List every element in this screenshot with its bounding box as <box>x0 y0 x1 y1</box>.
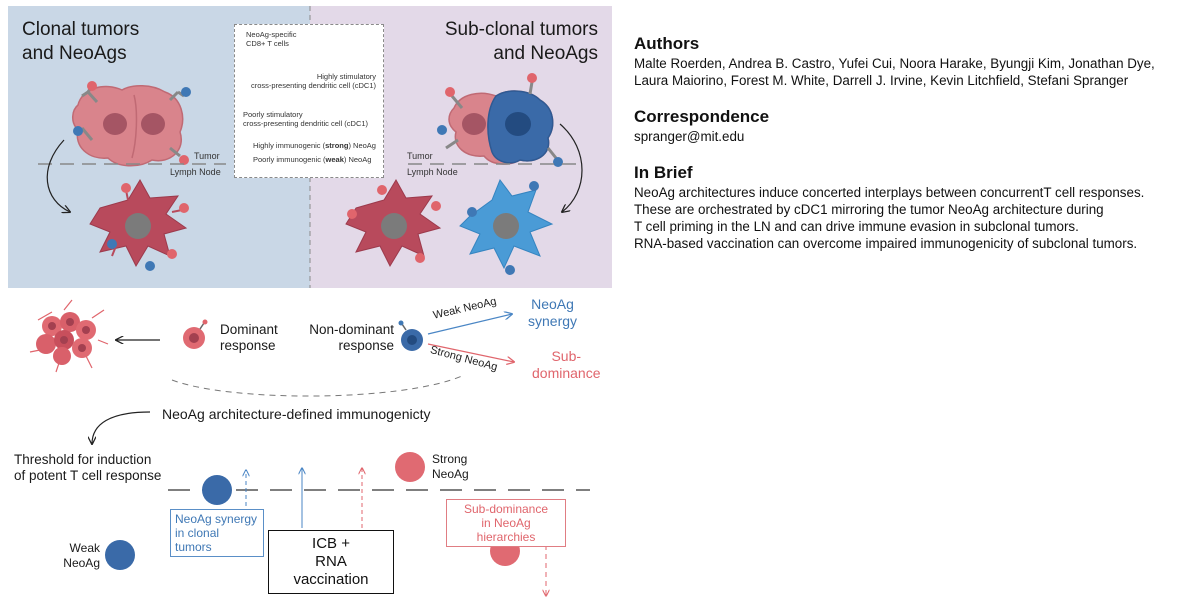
authors-line1: Malte Roerden, Andrea B. Castro, Yufei C… <box>634 56 1155 71</box>
tumor-label-right: Tumor <box>407 151 433 161</box>
subdom-box-line1: Sub-dominance <box>463 502 549 516</box>
weak-neoag-label: Weak NeoAg <box>60 541 100 571</box>
legend-strong-post: ) NeoAg <box>348 141 376 150</box>
legend-weak-post: ) NeoAg <box>343 155 372 164</box>
legend-strong-pre: Highly immunogenic ( <box>253 141 326 150</box>
strong-neoag-dot <box>87 81 97 91</box>
synergy-outcome-label: NeoAg synergy <box>528 296 577 330</box>
lymph-node-label-left: Lymph Node <box>170 167 221 177</box>
weak-neoag-dot <box>181 87 191 97</box>
legend-poor-stim-line1: Poorly stimulatory <box>243 110 303 119</box>
weak-neoag-ball-bottom <box>105 540 135 570</box>
brief-line3: T cell priming in the LN and can drive i… <box>634 219 1079 234</box>
correspondence-email[interactable]: spranger@mit.edu <box>634 129 745 144</box>
legend-high-stim-line1: Highly stimulatory <box>316 72 376 81</box>
in-brief-heading: In Brief <box>634 163 693 182</box>
brief-line4: RNA-based vaccination can overcome impai… <box>634 236 1138 251</box>
weak-neoag-dot <box>73 126 83 136</box>
subdominance-box: Sub-dominance in NeoAg hierarchies <box>446 499 566 547</box>
weak-line1: Weak <box>69 541 100 555</box>
dominant-response-label: Dominant response <box>220 322 278 354</box>
subdom-box-line2: in NeoAg hierarchies <box>476 516 536 544</box>
nondominant-line1: Non-dominant <box>309 322 394 337</box>
subclonal-tumor-cells <box>448 90 554 165</box>
synergy-line1: NeoAg <box>531 296 574 312</box>
weak-neoag-ball-raised <box>202 475 232 505</box>
strong-neoag-arrow <box>427 343 514 362</box>
migration-arrow-left <box>46 139 70 212</box>
brief-line1: NeoAg architectures induce concerted int… <box>634 185 1145 200</box>
threshold-line1: Threshold for induction <box>14 452 152 467</box>
legend-poor-stim-line2: cross-presenting dendritic cell (cDC1) <box>243 119 369 128</box>
legend-weak-bold: weak <box>325 155 344 164</box>
subclonal-title-line1: Sub-clonal tumors <box>444 19 598 40</box>
legend-tcells-label: NeoAg-specific CD8+ T cells <box>246 30 296 48</box>
icb-line1: ICB + <box>312 535 350 552</box>
legend-strong-bold: strong <box>325 141 349 150</box>
dendritic-cell-subclonal-blue <box>459 178 554 270</box>
clonal-tumor-cells <box>72 85 184 167</box>
synergy-box-line1: NeoAg synergy <box>175 512 258 526</box>
architecture-heading: NeoAg architecture-defined immunogenicty <box>162 406 431 422</box>
subclonal-title-line2: and NeoAgs <box>493 43 598 64</box>
dominant-line1: Dominant <box>220 322 278 337</box>
strong-neoag-ball-top <box>395 452 425 482</box>
icb-line2: RNA vaccination <box>293 553 369 588</box>
correspondence-heading: Correspondence <box>634 107 770 126</box>
subclonal-neoag-markers <box>445 81 558 159</box>
weak-neoag-arrow <box>427 314 512 335</box>
threshold-line2: of potent T cell response <box>14 468 162 483</box>
brief-line2: These are orchestrated by cDC1 mirroring… <box>634 202 1104 217</box>
dendritic-cell-subclonal-red <box>345 179 442 268</box>
legend-strong-neoag: Highly immunogenic (strong) NeoAg <box>253 141 376 150</box>
icb-rna-vaccination-box: ICB + RNA vaccination <box>268 530 394 594</box>
legend-tcells-line2: CD8+ T cells <box>246 39 289 48</box>
clonal-panel-title: Clonal tumors and NeoAgs <box>22 18 139 66</box>
dominant-line2: response <box>220 338 276 353</box>
synergy-box: NeoAg synergy in clonal tumors <box>170 509 264 557</box>
subdominance-line1: Sub- <box>551 348 582 364</box>
strong-neoag-label: Strong NeoAg <box>432 452 469 482</box>
threshold-arrow <box>92 411 151 444</box>
nondominant-line2: response <box>338 338 394 353</box>
legend-tcells-line1: NeoAg-specific <box>246 30 297 39</box>
authors-list: Malte Roerden, Andrea B. Castro, Yufei C… <box>634 55 1155 89</box>
authors-line2: Laura Maiorino, Forest M. White, Darrell… <box>634 73 1129 88</box>
synergy-line2: synergy <box>528 313 578 329</box>
migration-arrow-right <box>559 123 583 212</box>
legend-poor-stim-label: Poorly stimulatory cross-presenting dend… <box>243 110 368 128</box>
nondominant-tcell <box>398 320 423 351</box>
legend-high-stim-line2: cross-presenting dendritic cell (cDC1) <box>250 81 376 90</box>
in-brief-text: NeoAg architectures induce concerted int… <box>634 184 1144 252</box>
legend-weak-neoag: Poorly immunogenic (weak) NeoAg <box>253 155 371 164</box>
legend-box <box>234 24 384 178</box>
subdominance-line2: dominance <box>532 365 601 381</box>
subclonal-panel-title: Sub-clonal tumors and NeoAgs <box>445 18 598 66</box>
tumor-cluster <box>29 299 109 373</box>
tumor-label-left: Tumor <box>194 151 220 161</box>
threshold-label: Threshold for induction of potent T cell… <box>14 452 161 484</box>
strong-line2: NeoAg <box>432 467 469 481</box>
legend-weak-pre: Poorly immunogenic ( <box>253 155 326 164</box>
synergy-box-line2: in clonal tumors <box>175 526 220 554</box>
weak-line2: NeoAg <box>63 556 100 570</box>
nondominant-response-label: Non-dominant response <box>300 322 394 354</box>
subdominance-outcome-label: Sub- dominance <box>532 348 601 382</box>
strong-neoag-dot <box>179 155 189 165</box>
dominant-tcell <box>183 319 208 349</box>
architecture-arc <box>171 375 463 397</box>
legend-high-stim-label: Highly stimulatory cross-presenting dend… <box>246 72 376 90</box>
clonal-title-line2: and NeoAgs <box>22 43 127 64</box>
authors-heading: Authors <box>634 34 700 53</box>
strong-line1: Strong <box>432 452 468 466</box>
clonal-title-line1: Clonal tumors <box>22 19 140 40</box>
lymph-node-label-right: Lymph Node <box>407 167 458 177</box>
